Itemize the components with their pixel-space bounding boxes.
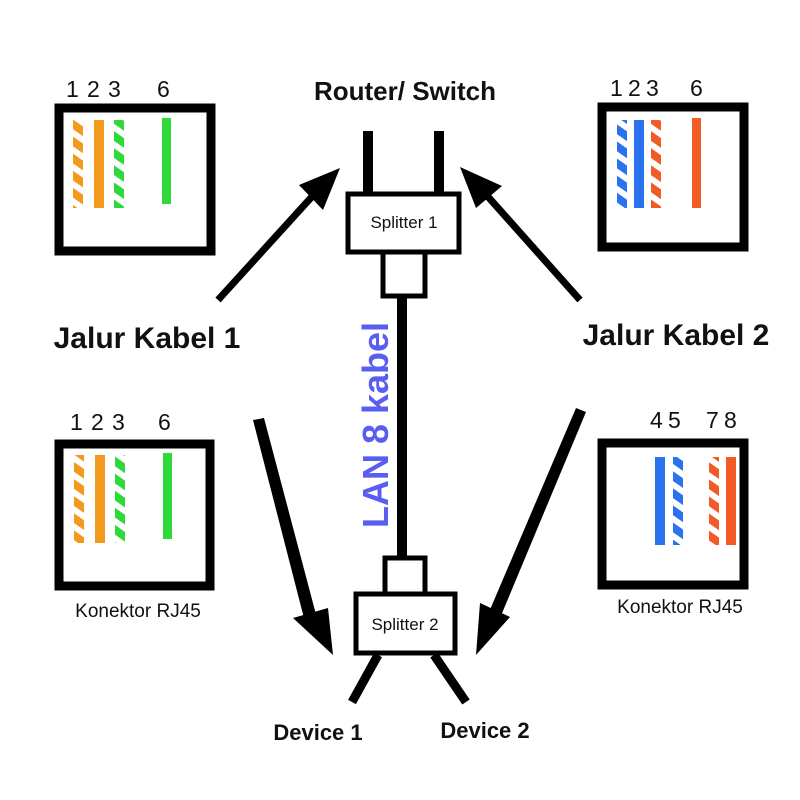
pin-label: 3 bbox=[112, 409, 125, 435]
pin-label: 8 bbox=[724, 407, 737, 433]
antenna-right bbox=[434, 131, 444, 197]
wire-blue bbox=[634, 120, 644, 208]
splitter-1-box bbox=[345, 191, 462, 255]
pin-label: 1 bbox=[70, 409, 83, 435]
connector-frame bbox=[597, 102, 749, 252]
pin-label: 3 bbox=[108, 76, 121, 102]
pin-label: 3 bbox=[646, 75, 659, 101]
splitter-1-plug bbox=[380, 249, 428, 299]
connector-top-right: 1 2 3 6 bbox=[597, 75, 749, 252]
pin-label: 7 bbox=[706, 407, 719, 433]
pin-label: 2 bbox=[91, 409, 104, 435]
wire-blue-white bbox=[673, 457, 683, 545]
splitter-2-plug bbox=[382, 555, 428, 599]
pin-label: 5 bbox=[668, 407, 681, 433]
device-2-label: Device 2 bbox=[440, 718, 529, 743]
arrow-jalur1-to-router bbox=[215, 168, 340, 303]
pin-label: 6 bbox=[158, 409, 171, 435]
device-1-cable bbox=[348, 652, 382, 705]
connector-frame bbox=[54, 103, 216, 256]
wire-orange bbox=[692, 118, 701, 208]
wire-green bbox=[163, 453, 172, 539]
device-1-label: Device 1 bbox=[273, 720, 362, 745]
wire-green-white bbox=[114, 120, 124, 208]
arrow-jalur2-to-router bbox=[460, 167, 583, 303]
router-switch-title: Router/ Switch bbox=[314, 76, 496, 106]
connector-bottom-right: 4 5 7 8 bbox=[597, 407, 749, 590]
wire-blue bbox=[655, 457, 665, 545]
pin-label: 2 bbox=[628, 75, 641, 101]
splitter-1-label: Splitter 1 bbox=[370, 213, 437, 232]
pin-label: 1 bbox=[66, 76, 79, 102]
arrow-jalur1-to-splitter2 bbox=[253, 418, 333, 655]
wire-green bbox=[162, 118, 171, 204]
wire-orange-white bbox=[709, 457, 719, 545]
pin-label: 4 bbox=[650, 407, 663, 433]
jalur-kabel-1-label: Jalur Kabel 1 bbox=[54, 322, 241, 355]
pin-label: 1 bbox=[610, 75, 623, 101]
connector-caption-left: Konektor RJ45 bbox=[75, 601, 201, 622]
connector-caption-right: Konektor RJ45 bbox=[617, 597, 743, 618]
antenna-left bbox=[363, 131, 373, 197]
lan-cable bbox=[397, 296, 407, 560]
pin-label: 6 bbox=[157, 76, 170, 102]
splitter-1: Splitter 1 bbox=[345, 131, 462, 299]
wire-orange bbox=[726, 457, 736, 545]
pin-label: 6 bbox=[690, 75, 703, 101]
connector-frame bbox=[54, 439, 215, 591]
pin-label: 2 bbox=[87, 76, 100, 102]
lan-8-kabel-label: LAN 8 kabel bbox=[355, 322, 396, 528]
device-2-cable bbox=[430, 652, 470, 705]
wire-orange bbox=[95, 455, 105, 543]
connector-top-left: 1 2 3 6 bbox=[54, 76, 216, 256]
jalur-kabel-2-label: Jalur Kabel 2 bbox=[583, 319, 770, 352]
wire-orange-white bbox=[74, 455, 84, 543]
arrow-jalur2-to-splitter2 bbox=[476, 408, 586, 655]
wire-orange-white bbox=[73, 120, 83, 208]
wire-blue-white bbox=[617, 120, 627, 208]
splitter-2-label: Splitter 2 bbox=[371, 615, 438, 634]
wire-green-white bbox=[115, 455, 125, 543]
wire-orange bbox=[94, 120, 104, 208]
splitter-2-box bbox=[353, 591, 458, 656]
splitter-2: Splitter 2 bbox=[348, 555, 470, 705]
connector-bottom-left: 1 2 3 6 bbox=[54, 409, 215, 591]
connector-frame bbox=[597, 438, 749, 590]
wire-orange-white bbox=[651, 120, 661, 208]
